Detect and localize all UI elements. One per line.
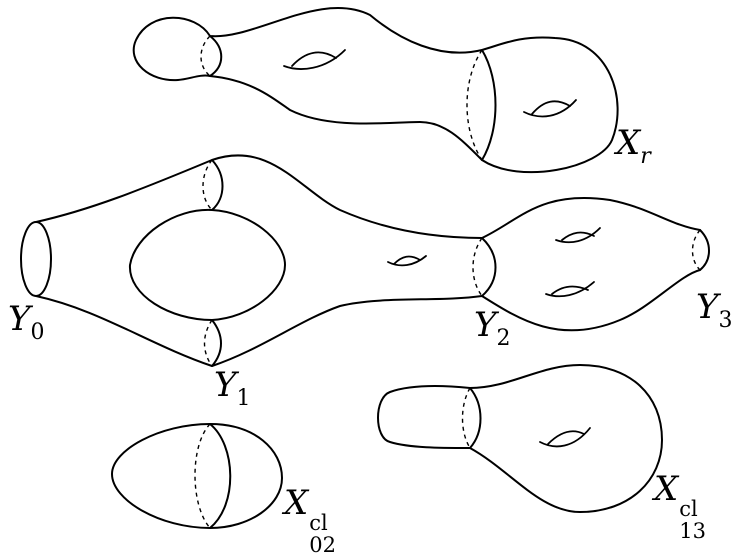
middle-hole bbox=[128, 208, 286, 321]
surface-x13cl bbox=[377, 364, 663, 513]
x13-cut-solid bbox=[469, 387, 482, 449]
handle-upper bbox=[531, 100, 571, 115]
handle-upper bbox=[551, 285, 589, 295]
neck-left-dashed bbox=[200, 35, 211, 77]
label-x13-sup: cl bbox=[679, 497, 698, 521]
surface-x02cl bbox=[111, 423, 283, 529]
handle-upper bbox=[547, 430, 585, 445]
y1-top-cut-solid bbox=[211, 159, 224, 211]
label-y3-sub: 3 bbox=[718, 308, 733, 333]
label-x02-sup: cl bbox=[309, 511, 328, 535]
handle-lower bbox=[523, 99, 577, 118]
label-xr: Xr bbox=[616, 126, 651, 168]
handle-upper bbox=[393, 255, 421, 265]
middle-outer-bottom bbox=[35, 269, 701, 367]
x13-outline bbox=[377, 364, 663, 513]
label-x13-base: X bbox=[654, 469, 679, 509]
label-xr-sub: r bbox=[640, 144, 651, 169]
y1-top-cut-dashed bbox=[202, 159, 213, 211]
y3-boundary-right bbox=[699, 229, 710, 271]
label-y2-sub: 2 bbox=[496, 326, 511, 351]
label-y0-base: Y bbox=[8, 299, 31, 339]
surface-xr-outline bbox=[132, 6, 619, 174]
handle-lower bbox=[539, 427, 591, 448]
label-y1-sub: 1 bbox=[236, 386, 251, 411]
y1-bottom-cut-solid bbox=[211, 319, 222, 367]
y0-boundary-circle bbox=[20, 221, 52, 297]
y3-boundary-left-dashed bbox=[691, 229, 701, 271]
y2-cut-solid bbox=[481, 237, 497, 297]
handle-upper bbox=[561, 231, 595, 241]
handle-lower bbox=[387, 255, 427, 267]
cut-left-dashed bbox=[466, 49, 483, 161]
x02-cut-dashed bbox=[194, 423, 211, 529]
label-x02-base: X bbox=[284, 483, 309, 523]
cut-right-solid bbox=[481, 49, 497, 161]
middle-outer-top bbox=[35, 154, 701, 239]
label-y1-base: Y bbox=[214, 365, 237, 405]
surface-diagram bbox=[20, 6, 710, 529]
label-y0-sub: 0 bbox=[30, 320, 45, 345]
x02-cut-solid bbox=[209, 423, 232, 529]
label-y2: Y2 bbox=[474, 308, 510, 350]
handle-lower bbox=[555, 227, 601, 244]
label-y2-base: Y bbox=[474, 305, 497, 345]
label-y0: Y0 bbox=[8, 302, 44, 344]
label-xr-base: X bbox=[616, 123, 641, 163]
label-y1: Y1 bbox=[214, 368, 250, 410]
label-x02-sub: 02 bbox=[309, 533, 336, 557]
y2-cut-dashed bbox=[472, 237, 483, 297]
x13-cut-dashed bbox=[461, 387, 471, 449]
label-x13-sub: 13 bbox=[679, 519, 706, 544]
handle-upper bbox=[291, 51, 337, 67]
label-y3: Y3 bbox=[696, 290, 732, 332]
handle-lower bbox=[283, 49, 346, 70]
x02-outline bbox=[111, 423, 283, 529]
handle-lower bbox=[545, 281, 595, 298]
surface-xr bbox=[132, 6, 619, 174]
surface-middle bbox=[20, 154, 710, 367]
y1-bottom-cut-dashed bbox=[203, 319, 213, 367]
label-y3-base: Y bbox=[696, 287, 719, 327]
neck-right-solid bbox=[209, 35, 223, 77]
